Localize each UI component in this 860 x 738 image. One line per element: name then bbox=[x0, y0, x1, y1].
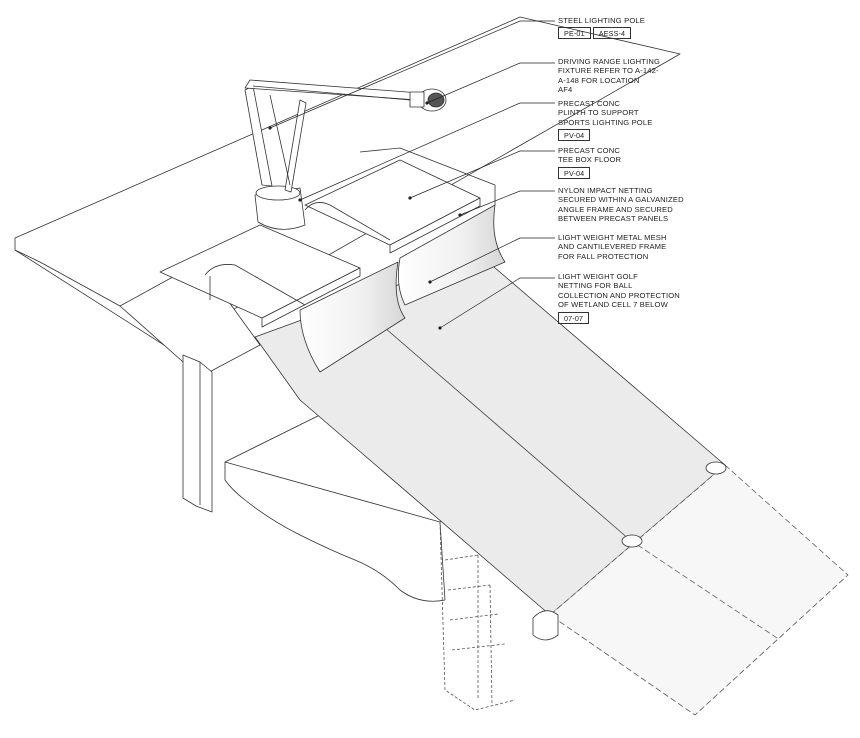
annotation-golf-netting: LIGHT WEIGHT GOLF NETTING FOR BALL COLLE… bbox=[558, 272, 680, 324]
leader-lines bbox=[269, 20, 555, 329]
spec-tag: 07-07 bbox=[558, 311, 590, 324]
annotation-line: LIGHT WEIGHT METAL MESH bbox=[558, 233, 667, 242]
annotation-line: NETTING FOR BALL bbox=[558, 281, 633, 291]
annotation-line: PRECAST CONC bbox=[558, 146, 620, 155]
annotation-line: NYLON IMPACT NETTING bbox=[558, 186, 653, 195]
annotation-lighting-fixture: DRIVING RANGE LIGHTING FIXTURE REFER TO … bbox=[558, 57, 660, 95]
impact-netting-left bbox=[299, 261, 406, 373]
annotation-line: TEE BOX FLOOR bbox=[558, 155, 622, 165]
annotation-line: STEEL LIGHTING POLE bbox=[558, 16, 645, 25]
steel-lighting-pole bbox=[244, 79, 421, 193]
impact-netting-right bbox=[397, 204, 506, 306]
net-post bbox=[621, 534, 643, 548]
spec-tag: AESS-4 bbox=[592, 27, 632, 40]
annotation-line: AND CANTILEVERED FRAME bbox=[558, 242, 667, 252]
support-column bbox=[182, 354, 213, 513]
annotation-line: OF WETLAND CELL 7 BELOW bbox=[558, 300, 668, 310]
wetland-cell-outline bbox=[549, 464, 849, 716]
annotation-line: SECURED WITHIN A GALVANIZED bbox=[558, 195, 684, 205]
annotation-line: ANGLE FRAME AND SECURED bbox=[558, 204, 673, 214]
annotation-steel-lighting-pole: STEEL LIGHTING POLE PE-01 AESS-4 bbox=[558, 16, 645, 40]
spec-tag: PE-01 bbox=[558, 27, 591, 40]
annotation-line: A-148 FOR LOCATION bbox=[558, 75, 640, 85]
annotation-line: SPORTS LIGHTING POLE bbox=[558, 117, 653, 127]
annotation-line: BETWEEN PRECAST PANELS bbox=[558, 214, 669, 224]
lighting-fixture-icon bbox=[409, 88, 447, 112]
annotation-line: PRECAST CONC bbox=[558, 99, 620, 108]
annotation-line: LIGHT WEIGHT GOLF bbox=[558, 272, 638, 281]
annotation-tee-box-floor: PRECAST CONC TEE BOX FLOOR PV-04 bbox=[558, 146, 621, 179]
net-post bbox=[705, 461, 727, 475]
annotation-line: FOR FALL PROTECTION bbox=[558, 251, 649, 261]
spec-tag: PV-04 bbox=[558, 166, 591, 179]
net-post bbox=[532, 610, 559, 641]
annotation-line: DRIVING RANGE LIGHTING bbox=[558, 57, 661, 66]
spec-tag: PV-04 bbox=[558, 129, 591, 142]
annotation-line: AF4 bbox=[558, 85, 573, 95]
annotation-line: FIXTURE REFER TO A-142- bbox=[558, 66, 659, 76]
block-wall bbox=[439, 521, 516, 711]
annotation-impact-netting: NYLON IMPACT NETTING SECURED WITHIN A GA… bbox=[558, 186, 684, 224]
annotation-line: PLINTH TO SUPPORT bbox=[558, 108, 639, 118]
annotation-line: COLLECTION AND PROTECTION bbox=[558, 290, 680, 300]
annotation-metal-mesh: LIGHT WEIGHT METAL MESH AND CANTILEVERED… bbox=[558, 233, 667, 261]
annotation-precast-plinth: PRECAST CONC PLINTH TO SUPPORT SPORTS LI… bbox=[558, 99, 653, 142]
